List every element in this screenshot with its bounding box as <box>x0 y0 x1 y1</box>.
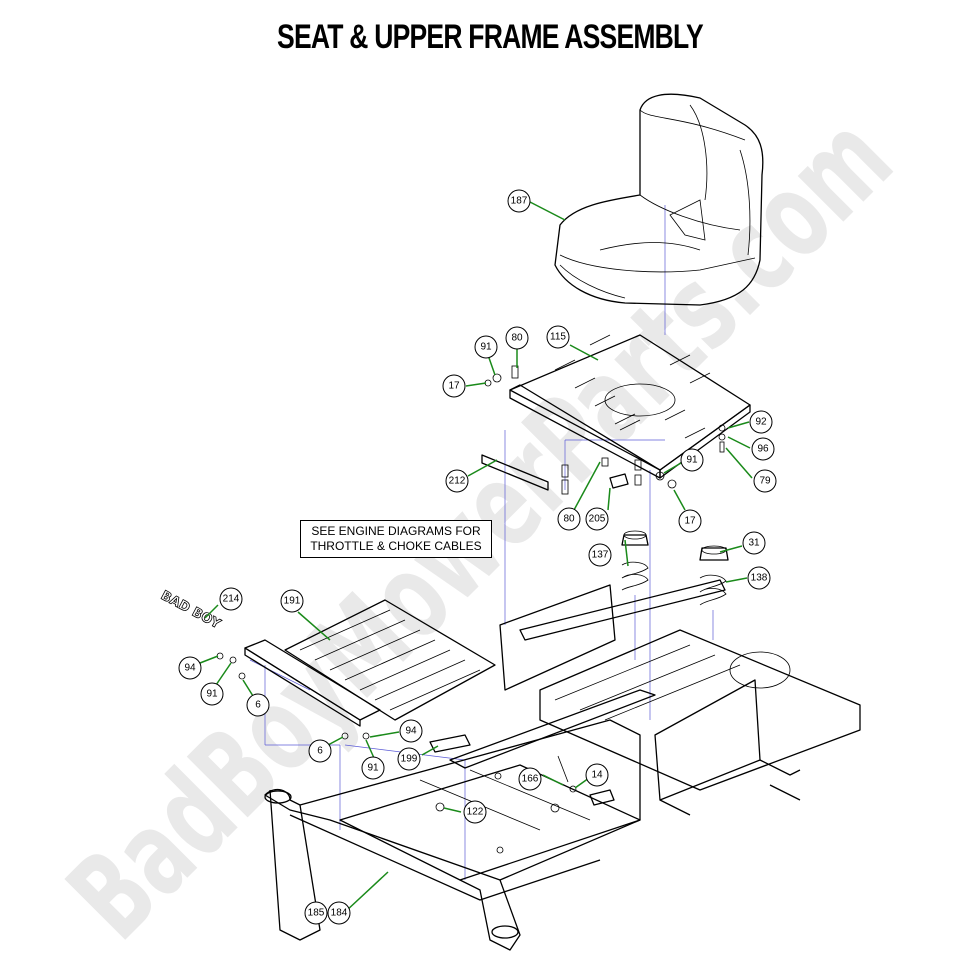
svg-text:191: 191 <box>284 596 301 607</box>
callout-91: 91 <box>361 756 385 780</box>
note-line-2: THROTTLE & CHOKE CABLES <box>310 539 482 553</box>
svg-text:94: 94 <box>405 726 417 737</box>
engine-diagram-note: SEE ENGINE DIAGRAMS FOR THROTTLE & CHOKE… <box>300 520 492 558</box>
callout-6: 6 <box>308 739 332 763</box>
footrest-bracket <box>216 639 615 806</box>
callout-205: 205 <box>585 507 609 531</box>
callout-14: 14 <box>585 763 609 787</box>
svg-text:138: 138 <box>751 573 768 584</box>
svg-text:96: 96 <box>757 444 769 455</box>
callout-212: 212 <box>445 469 469 493</box>
callout-191: 191 <box>280 589 304 613</box>
callout-91: 91 <box>200 682 224 706</box>
svg-text:187: 187 <box>511 196 528 207</box>
callout-94: 94 <box>178 656 202 680</box>
callout-187: 187 <box>507 189 531 213</box>
callout-137: 137 <box>588 543 612 567</box>
callout-80: 80 <box>505 326 529 350</box>
callout-122: 122 <box>463 800 487 824</box>
svg-text:115: 115 <box>550 332 566 343</box>
callout-138: 138 <box>747 566 771 590</box>
svg-text:79: 79 <box>759 476 771 487</box>
seat-hardware <box>484 365 726 495</box>
callout-80: 80 <box>557 507 581 531</box>
svg-text:122: 122 <box>467 807 484 818</box>
callout-91: 91 <box>474 335 498 359</box>
callout-92: 92 <box>749 410 773 434</box>
callout-17: 17 <box>442 374 466 398</box>
diagram-title: SEAT & UPPER FRAME ASSEMBLY <box>277 18 704 56</box>
seat-plate <box>509 334 751 479</box>
callout-96: 96 <box>751 437 775 461</box>
svg-text:17: 17 <box>448 381 460 392</box>
svg-text:91: 91 <box>480 342 492 353</box>
callout-91: 91 <box>680 448 704 472</box>
svg-text:6: 6 <box>317 746 323 757</box>
callout-115: 115 <box>546 325 570 349</box>
svg-text:80: 80 <box>511 333 523 344</box>
svg-text:166: 166 <box>522 774 539 785</box>
svg-text:184: 184 <box>331 908 348 919</box>
svg-text:185: 185 <box>308 908 325 919</box>
svg-text:214: 214 <box>223 594 240 605</box>
callout-17: 17 <box>678 509 702 533</box>
svg-text:31: 31 <box>748 538 760 549</box>
callout-79: 79 <box>753 469 777 493</box>
svg-text:137: 137 <box>592 550 609 561</box>
strip <box>481 454 549 491</box>
upper-frame <box>264 579 861 951</box>
svg-text:14: 14 <box>591 770 603 781</box>
svg-text:92: 92 <box>755 417 767 428</box>
note-line-1: SEE ENGINE DIAGRAMS FOR <box>311 524 481 538</box>
callout-184: 184 <box>327 901 351 925</box>
callout-185: 185 <box>304 901 328 925</box>
svg-text:6: 6 <box>255 700 261 711</box>
svg-text:205: 205 <box>589 514 606 525</box>
callout-214: 214 <box>219 587 243 611</box>
callout-6: 6 <box>246 693 270 717</box>
svg-text:212: 212 <box>449 476 466 487</box>
svg-text:91: 91 <box>686 455 698 466</box>
svg-text:94: 94 <box>184 663 196 674</box>
callout-94: 94 <box>399 719 423 743</box>
callout-31: 31 <box>742 531 766 555</box>
seat <box>554 93 764 306</box>
frame-hardware <box>435 755 577 854</box>
springs <box>621 530 729 606</box>
callout-166: 166 <box>518 767 542 791</box>
svg-text:80: 80 <box>563 514 575 525</box>
svg-text:17: 17 <box>684 516 696 527</box>
svg-text:91: 91 <box>367 763 379 774</box>
svg-text:199: 199 <box>401 754 418 765</box>
svg-text:91: 91 <box>206 689 218 700</box>
callout-199: 199 <box>397 747 421 771</box>
leader-lines <box>199 201 753 913</box>
